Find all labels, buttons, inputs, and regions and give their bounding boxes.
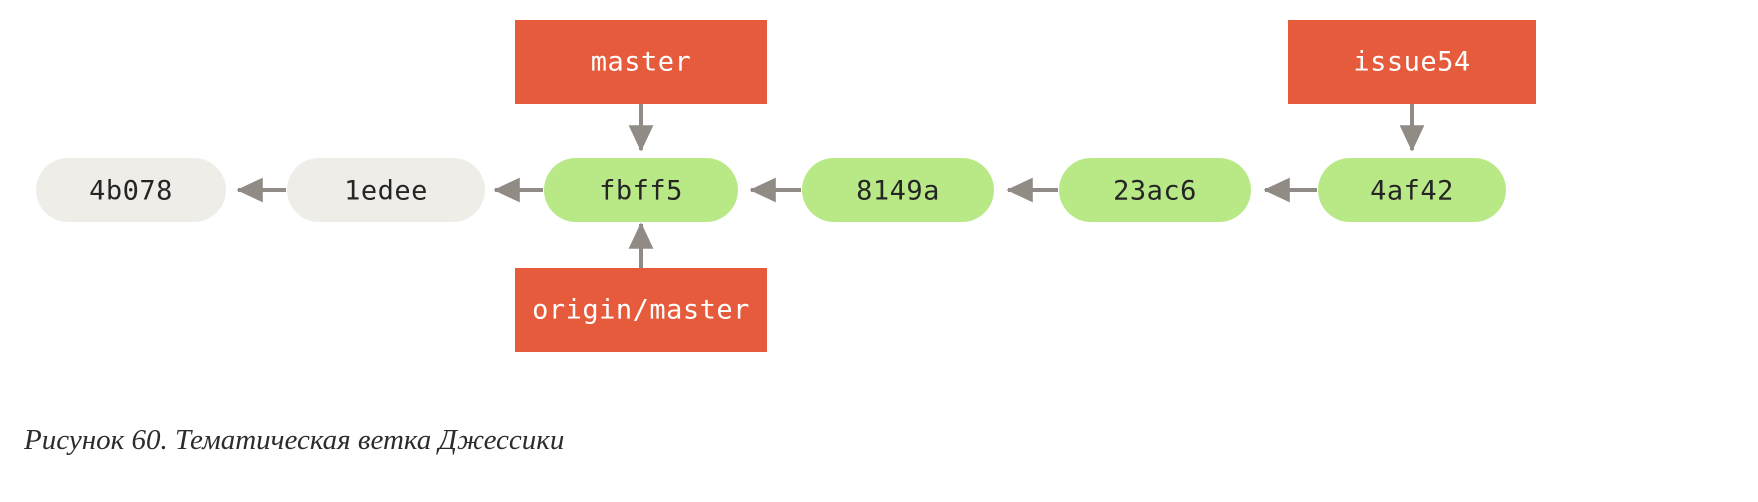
commit-node-1edee[interactable]: 1edee — [287, 158, 485, 222]
commit-node-23ac6[interactable]: 23ac6 — [1059, 158, 1251, 222]
branch-box-master[interactable]: master — [515, 20, 767, 104]
commit-label-fbff5: fbff5 — [599, 176, 683, 207]
figure-caption: Рисунок 60. Тематическая ветка Джессики — [24, 424, 565, 456]
branch-label-master: master — [591, 47, 692, 78]
branch-label-origin-master: origin/master — [532, 295, 750, 326]
branch-pointer-edges — [628, 104, 1425, 268]
commit-node-4b078[interactable]: 4b078 — [36, 158, 226, 222]
branch-box-origin-master[interactable]: origin/master — [515, 268, 767, 352]
commit-label-4b078: 4b078 — [89, 176, 173, 207]
commit-label-4af42: 4af42 — [1370, 176, 1454, 207]
commit-node-fbff5[interactable]: fbff5 — [544, 158, 738, 222]
commit-label-1edee: 1edee — [344, 176, 428, 207]
commit-label-8149a: 8149a — [856, 176, 940, 207]
branch-box-issue54[interactable]: issue54 — [1288, 20, 1536, 104]
branch-label-issue54: issue54 — [1353, 47, 1470, 78]
commit-node-4af42[interactable]: 4af42 — [1318, 158, 1506, 222]
commit-label-23ac6: 23ac6 — [1113, 176, 1197, 207]
commit-node-8149a[interactable]: 8149a — [802, 158, 994, 222]
